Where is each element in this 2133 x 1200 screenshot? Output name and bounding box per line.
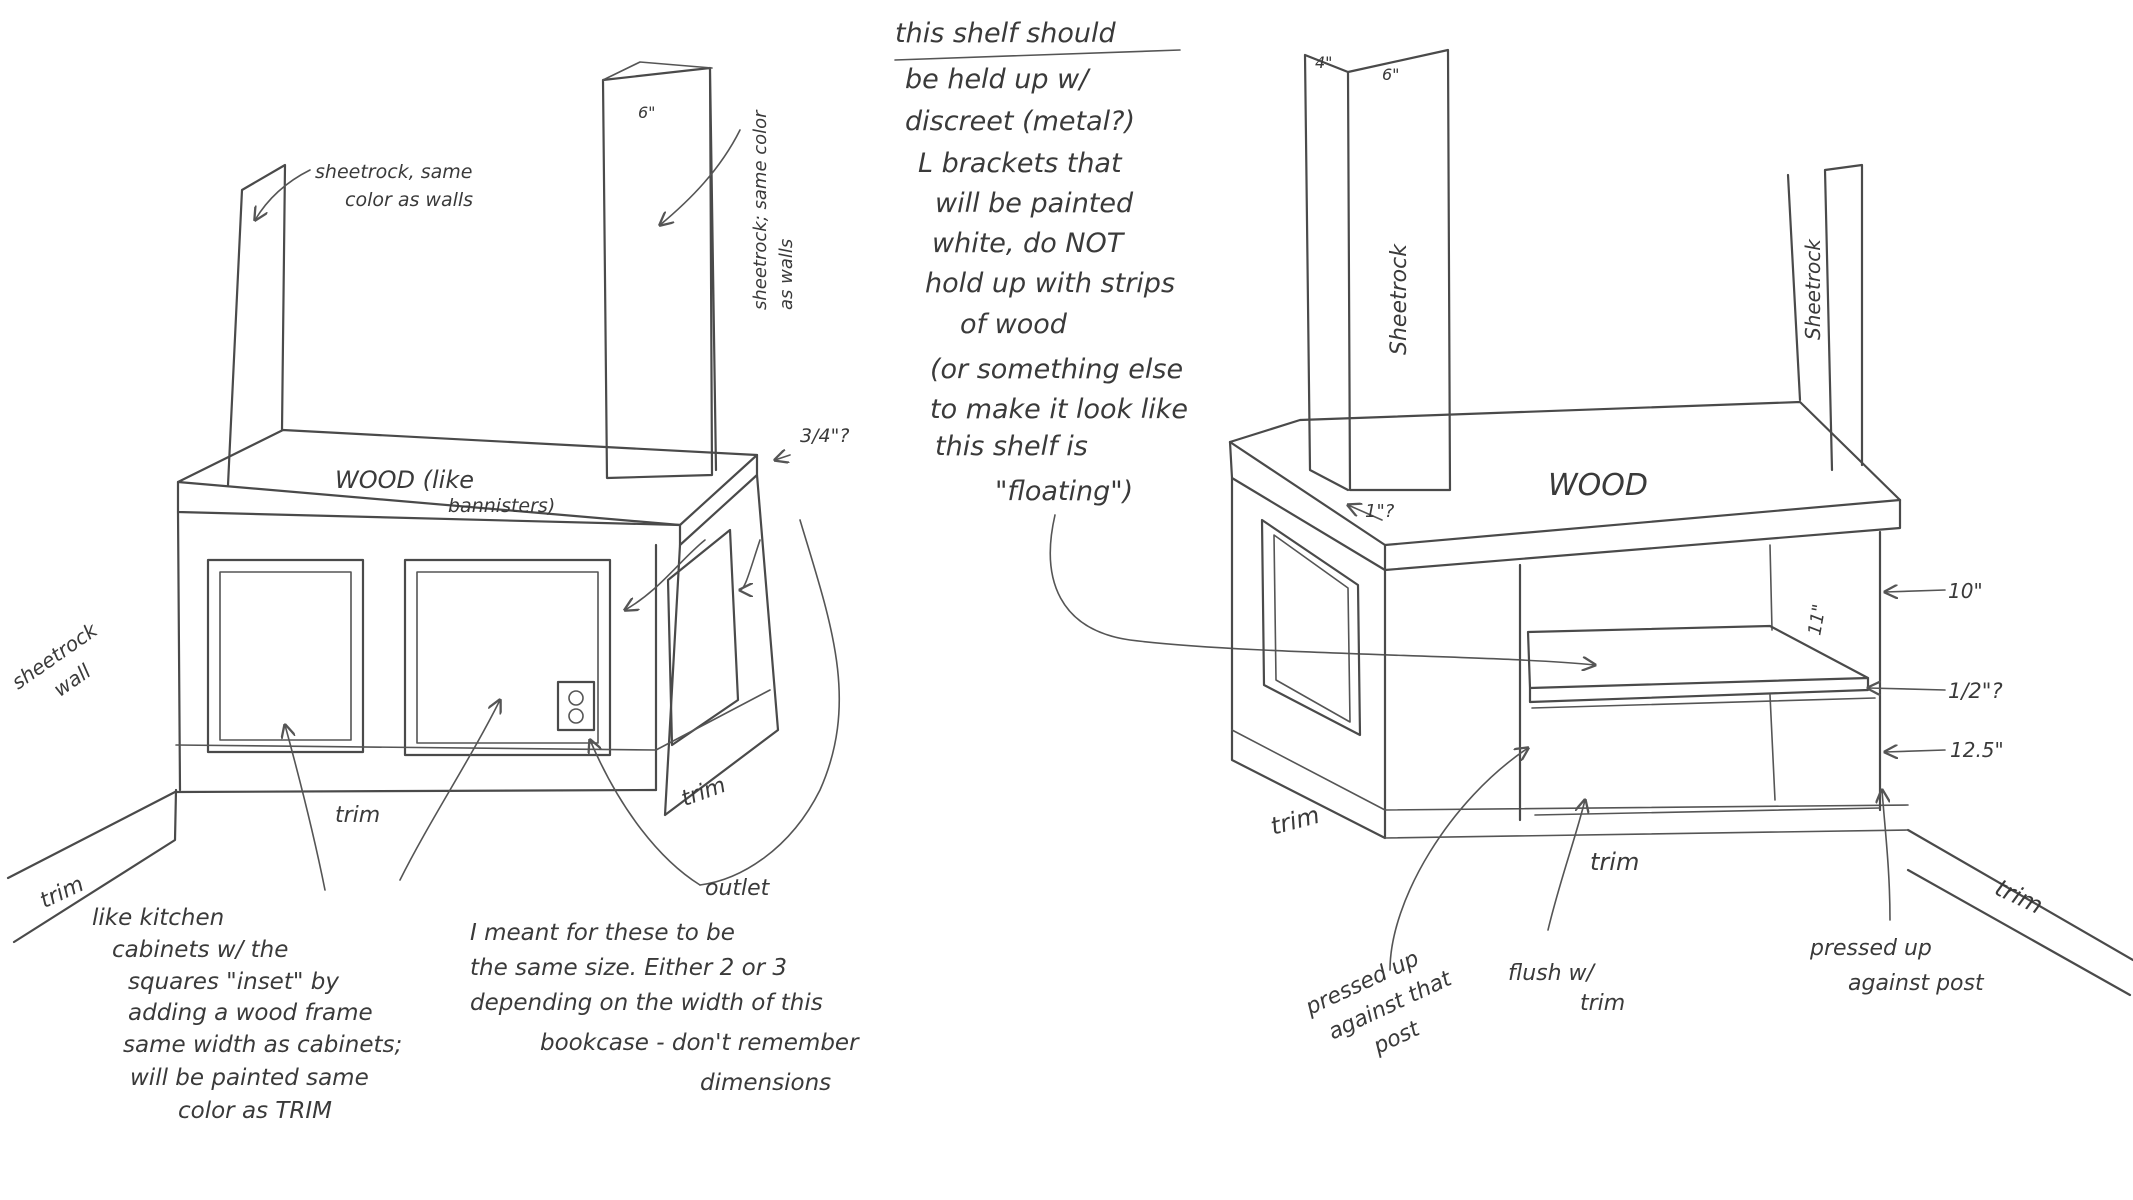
right-sheetrock-left-label: Sheetrock bbox=[1387, 243, 1412, 355]
flush-note: flush w/ trim bbox=[1508, 961, 1625, 1016]
left-panel-2-inner bbox=[416, 571, 599, 744]
right-sheetrock-post bbox=[601, 66, 718, 480]
right-sheetrock-right-label: Sheetrock bbox=[1801, 238, 1825, 340]
right-left-face bbox=[1230, 476, 1387, 840]
right-trim-floor: trim bbox=[1991, 874, 2048, 920]
shelf-height-label: 11" bbox=[1804, 603, 1830, 637]
left-trim-side: trim bbox=[678, 773, 729, 812]
pressed-left-note: pressed up against that post bbox=[1301, 934, 1475, 1078]
lower-shelf-line bbox=[1531, 697, 1881, 816]
left-panel-2 bbox=[403, 558, 612, 757]
outlet-icon bbox=[556, 680, 596, 732]
right-wood-label: WOOD bbox=[1548, 468, 1648, 503]
shelf-note-arrow bbox=[1049, 514, 1595, 665]
size-note: I meant for these to be the same size. E… bbox=[470, 920, 866, 1096]
left-sheetrock-post bbox=[226, 163, 287, 487]
right-trim-front: trim bbox=[1590, 848, 1639, 876]
sheetrock-left-label: sheetrock, same color as walls bbox=[315, 161, 479, 211]
right-post-width: 6" bbox=[1382, 65, 1400, 84]
left-post-width: 6" bbox=[638, 103, 656, 122]
pressed-right-note: pressed up against post bbox=[1809, 936, 1985, 996]
right-gap-label: 1"? bbox=[1365, 501, 1395, 522]
left-trim-floor: trim bbox=[36, 872, 88, 914]
left-trim-front: trim bbox=[335, 803, 380, 828]
left-bookcase-sketch bbox=[6, 61, 841, 944]
left-panel-1-inner bbox=[219, 571, 352, 741]
right-trim-left: trim bbox=[1268, 801, 1323, 841]
left-top-thickness: 3/4"? bbox=[800, 425, 849, 447]
right-left-panel bbox=[1260, 518, 1362, 737]
right-sheetrock-post-right bbox=[1786, 163, 1864, 472]
right-bookcase-sketch bbox=[1228, 48, 2133, 997]
left-side-face bbox=[663, 473, 780, 817]
lower-height-label: 12.5" bbox=[1950, 738, 2004, 762]
left-side-panel bbox=[666, 528, 740, 747]
left-floor-line bbox=[6, 788, 658, 880]
shelf-thickness-label: 1/2"? bbox=[1948, 679, 2003, 703]
outlet-label: outlet bbox=[705, 876, 771, 901]
sheetrock-wall-label: sheetrock wall bbox=[7, 614, 124, 718]
right-trim-band bbox=[1231, 729, 1909, 839]
left-panel-1 bbox=[206, 558, 365, 754]
right-countertop bbox=[1228, 400, 1902, 547]
cabinet-note: like kitchen cabinets w/ the squares "in… bbox=[92, 905, 410, 1124]
right-opening bbox=[1518, 530, 1882, 822]
right-sheetrock-post-left bbox=[1303, 48, 1452, 492]
right-countertop-edge bbox=[1228, 440, 1902, 572]
shelf-note: this shelf should be held up w/ discreet… bbox=[895, 18, 1197, 507]
upper-height-label: 10" bbox=[1948, 579, 1983, 603]
right-opening-back bbox=[1769, 544, 1776, 801]
left-floor-line-lower bbox=[12, 788, 178, 944]
right-post-depth: 4" bbox=[1315, 53, 1333, 72]
right-post-top bbox=[602, 61, 713, 81]
right-floor-line bbox=[1906, 828, 2133, 997]
left-wood-label: WOOD (like bannisters) bbox=[335, 466, 555, 517]
sheetrock-right-label: sheetrock; same color as walls bbox=[750, 105, 797, 310]
left-trim-band bbox=[175, 689, 771, 751]
